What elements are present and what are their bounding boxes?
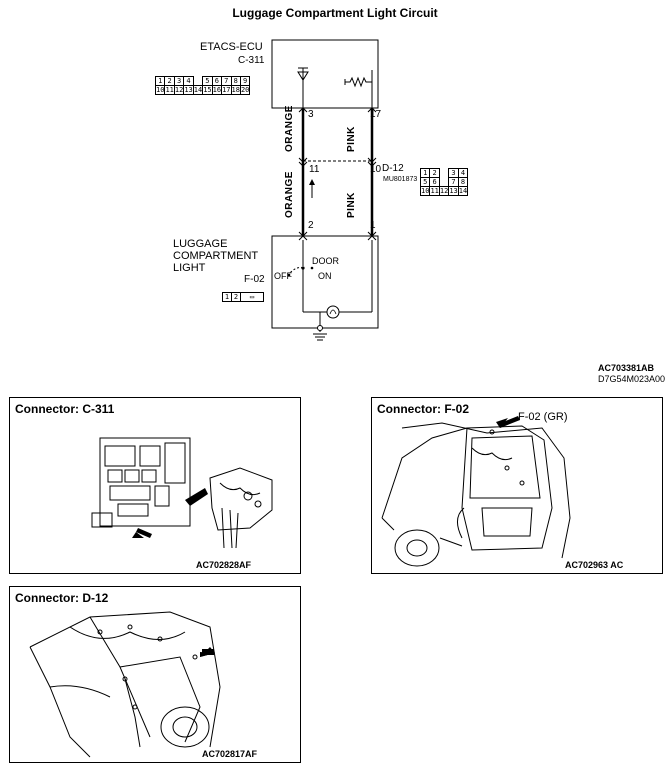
f02-callout: F-02 (GR) [518, 411, 568, 423]
wire-color-right-top: PINK [346, 126, 357, 152]
panel-code-f02: AC702963 AC [565, 560, 624, 570]
light-label-2: COMPARTMENT [173, 250, 259, 262]
c311-illustration [91, 437, 273, 549]
panel-title-f02: Connector: F-02 [377, 402, 470, 416]
ecu-box [271, 39, 379, 109]
light-label-3: LIGHT [173, 262, 206, 274]
ecu-resistor [345, 76, 372, 88]
f02-illustration [381, 416, 571, 567]
pin-1: 1 [370, 220, 376, 231]
ref-code-sub: D7G54M023A00 [598, 374, 666, 384]
pin-10: 10 [370, 164, 382, 175]
ecu-name: ETACS-ECU [200, 41, 263, 53]
f02-connector-label: F-02 [244, 274, 265, 285]
panel-code-d12: AC702817AF [202, 749, 258, 759]
pin-17: 17 [370, 109, 382, 120]
panel-code-c311: AC702828AF [196, 560, 252, 570]
ref-code-main: AC703381AB [598, 363, 655, 373]
light-box [271, 235, 379, 329]
panel-connector-c311: Connector: C-311 AC702828AF [9, 397, 301, 574]
panel-title-d12: Connector: D-12 [15, 591, 109, 605]
pin-11: 11 [309, 164, 320, 175]
diagram-title: Luggage Compartment Light Circuit [232, 6, 438, 20]
d12-illustration [29, 611, 221, 758]
panel-connector-f02: Connector: F-02 F-02 (GR) AC702963 AC [371, 397, 663, 574]
switch-on-label: ON [318, 271, 332, 281]
wire-color-left-top: ORANGE [284, 105, 295, 152]
circuit-schematic [271, 39, 379, 341]
pin-3: 3 [308, 109, 314, 120]
panel-connector-d12: Connector: D-12 AC702817AF [9, 586, 301, 763]
switch-off-label: OFF [274, 271, 292, 281]
ecu-input-symbol [297, 71, 309, 81]
door-switch-label: DOOR [312, 256, 339, 266]
wire-color-right-bottom: PINK [346, 192, 357, 218]
ecu-connector-label: C-311 [238, 55, 265, 66]
wire-color-left-bottom: ORANGE [284, 171, 295, 218]
f02-arrow-icon [498, 416, 520, 428]
d12-part-code: MU801873 [383, 176, 418, 183]
panel-title-c311: Connector: C-311 [15, 402, 115, 416]
d12-connector-label: D-12 [382, 163, 404, 174]
light-label-1: LUGGAGE [173, 238, 228, 250]
c311-arrow-icon [185, 488, 208, 506]
lamp-icon [326, 305, 340, 319]
pin-2: 2 [308, 220, 314, 231]
